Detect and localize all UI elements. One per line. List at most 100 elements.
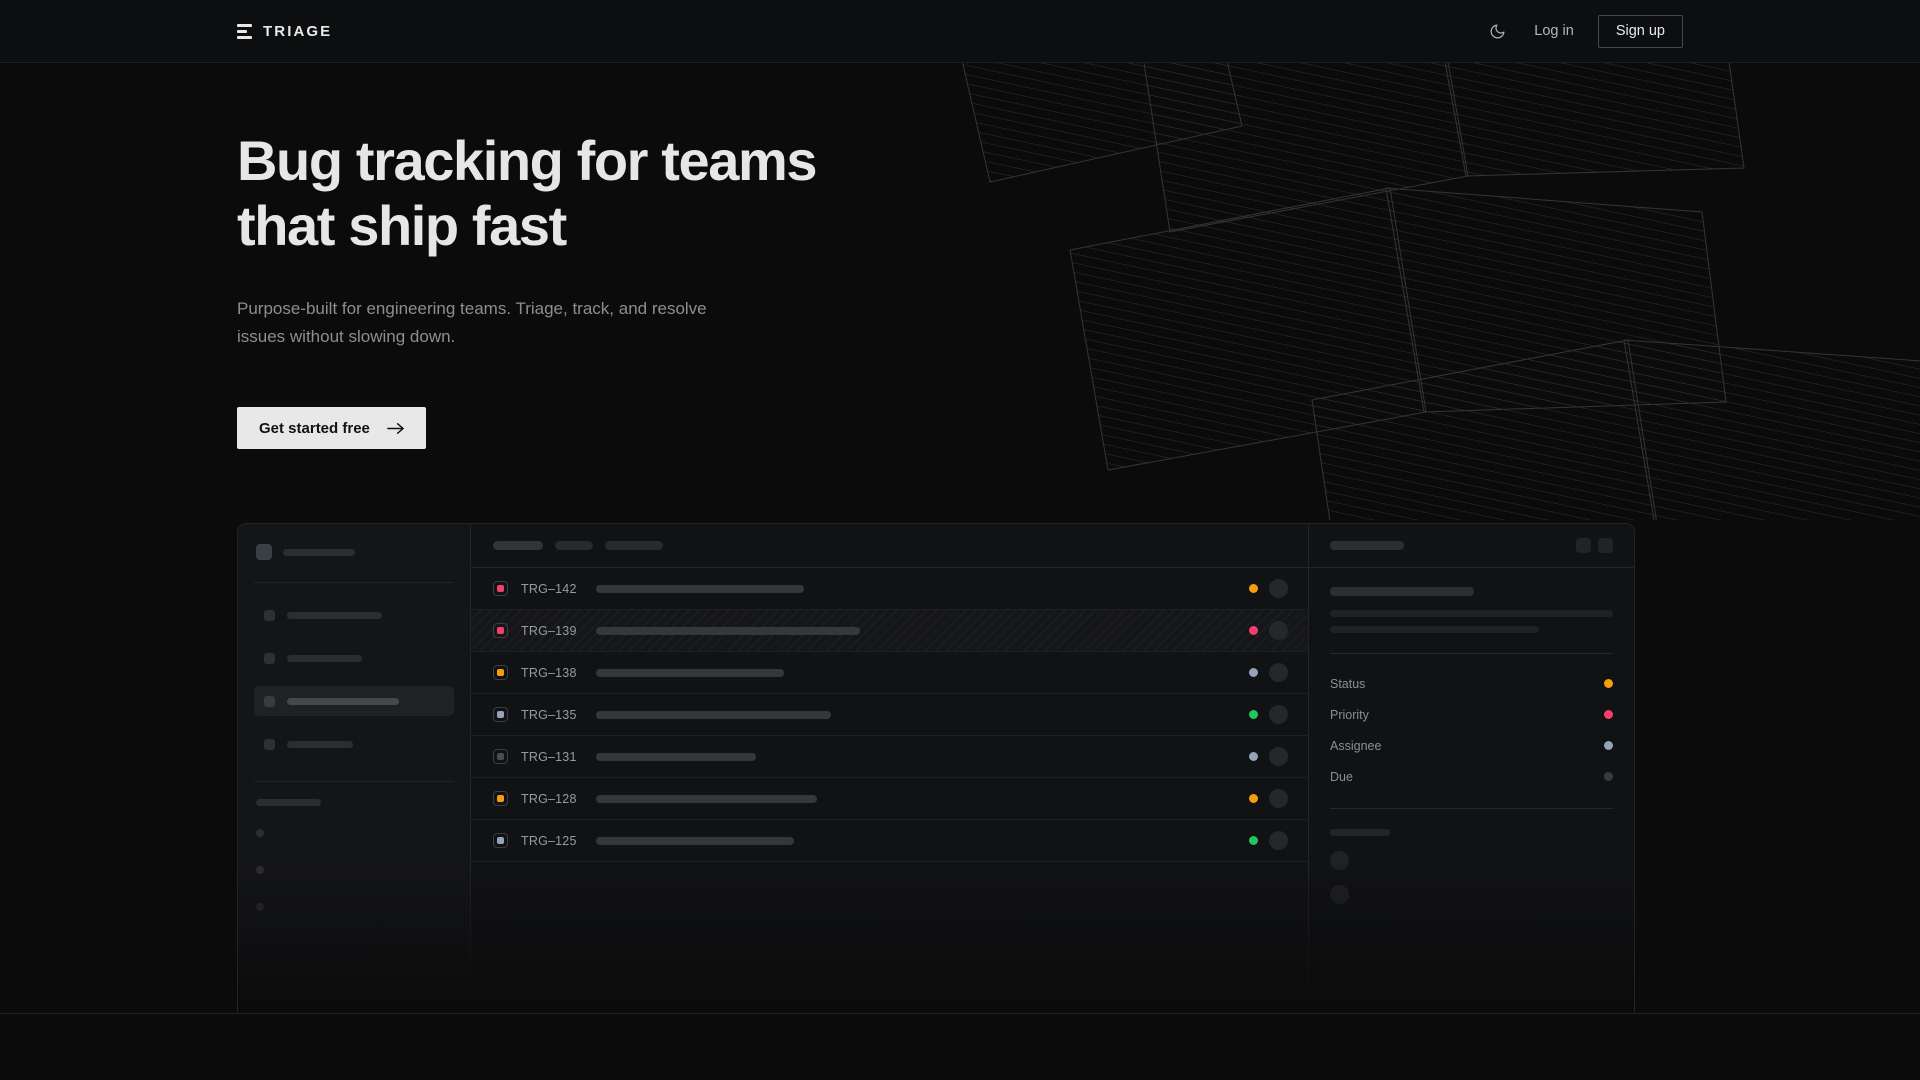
status-dot [1249,710,1258,719]
priority-chip [493,707,508,722]
header-actions: Log in Sign up [1484,14,1683,48]
get-started-button[interactable]: Get started free [237,407,426,449]
hero-section: Bug tracking for teams that ship fast Pu… [0,63,1920,449]
sidebar-item-3[interactable] [254,686,454,716]
sidebar-sub-items [254,824,454,916]
avatar [1269,831,1288,850]
detail-header-skeleton [1330,541,1404,550]
meta-row-priority[interactable]: Priority [1330,705,1613,724]
detail-action-button-2[interactable] [1598,538,1613,553]
meta-label: Assignee [1330,738,1382,753]
detail-header [1309,524,1634,568]
issue-id: TRG–142 [521,581,577,596]
table-row[interactable]: TRG–139 [471,610,1308,652]
avatar [1269,789,1288,808]
sidebar-nav [254,600,454,759]
table-row[interactable]: TRG–131 [471,736,1308,778]
row-meta [1249,663,1288,682]
detail-header-buttons [1576,538,1613,553]
sidebar-divider-top [254,582,454,583]
sidebar-item-2[interactable] [254,643,454,673]
activity-label-skeleton [1330,829,1390,836]
stacked-bars-logo-icon [237,23,252,39]
meta-value-dot [1604,741,1613,750]
priority-chip [493,749,508,764]
status-dot [1249,668,1258,677]
detail-activity-avatars [1330,851,1613,904]
issue-title-skeleton [596,836,794,845]
sidebar-sub-item-3[interactable] [254,898,454,916]
signup-button[interactable]: Sign up [1597,14,1683,48]
page-title: Bug tracking for teams that ship fast [237,129,997,259]
sidebar-item-1[interactable] [254,600,454,630]
site-header: TRIAGE Log in Sign up [0,0,1920,63]
sidebar-item-label-skeleton [287,654,362,662]
get-started-label: Get started free [259,419,370,437]
meta-row-status[interactable]: Status [1330,674,1613,693]
headline-line-2: that ship fast [237,193,567,257]
priority-chip [493,665,508,680]
sidebar-item-icon [264,695,275,707]
status-dot [1249,794,1258,803]
sidebar-item-4[interactable] [254,729,454,759]
sidebar-item-label-skeleton [287,740,353,748]
mockup-sidebar [238,524,471,1013]
priority-chip [493,581,508,596]
workspace-avatar [256,544,272,560]
sidebar-item-icon [264,609,275,621]
workspace-name-skeleton [283,548,355,556]
sidebar-sub-item-dot [256,866,264,874]
detail-title-skeleton [1330,587,1474,596]
sidebar-divider-bottom [254,781,454,782]
priority-chip [493,791,508,806]
brand-logo[interactable]: TRIAGE [237,23,332,40]
table-row[interactable]: TRG–135 [471,694,1308,736]
issue-id: TRG–131 [521,749,577,764]
avatar [1269,621,1288,640]
login-link[interactable]: Log in [1534,23,1574,39]
headline-line-1: Bug tracking for teams [237,129,818,192]
meta-label: Due [1330,769,1353,784]
sidebar-item-icon [264,652,275,664]
toolbar-filter-3[interactable] [605,541,663,550]
workspace-switcher[interactable] [254,541,454,560]
meta-label: Status [1330,676,1366,691]
avatar [1269,579,1288,598]
table-row[interactable]: TRG–128 [471,778,1308,820]
status-dot [1249,626,1258,635]
row-meta [1249,705,1288,724]
table-row[interactable]: TRG–138 [471,652,1308,694]
toolbar-filter-2[interactable] [555,541,593,550]
issue-title-skeleton [596,626,860,635]
meta-row-assignee[interactable]: Assignee [1330,736,1613,755]
sidebar-sub-item-2[interactable] [254,861,454,879]
sidebar-item-label-skeleton [287,611,382,619]
row-meta [1249,747,1288,766]
toolbar-filter-1[interactable] [493,541,543,550]
issue-id: TRG–138 [521,665,577,680]
avatar [1269,663,1288,682]
detail-action-button-1[interactable] [1576,538,1591,553]
moon-icon[interactable] [1484,18,1510,44]
priority-chip [493,833,508,848]
avatar [1269,747,1288,766]
issue-title-skeleton [596,752,756,761]
sidebar-sub-item-dot [256,903,264,911]
activity-avatar [1330,885,1349,904]
detail-desc-skeleton-2 [1330,626,1539,633]
row-meta [1249,789,1288,808]
avatar [1269,705,1288,724]
meta-row-due[interactable]: Due [1330,767,1613,786]
sidebar-sub-item-1[interactable] [254,824,454,842]
table-row[interactable]: TRG–142 [471,568,1308,610]
table-row[interactable]: TRG–125 [471,820,1308,862]
row-meta [1249,831,1288,850]
hero-subheading: Purpose-built for engineering teams. Tri… [237,298,707,347]
issue-title-skeleton [596,584,804,593]
issue-id: TRG–139 [521,623,577,638]
